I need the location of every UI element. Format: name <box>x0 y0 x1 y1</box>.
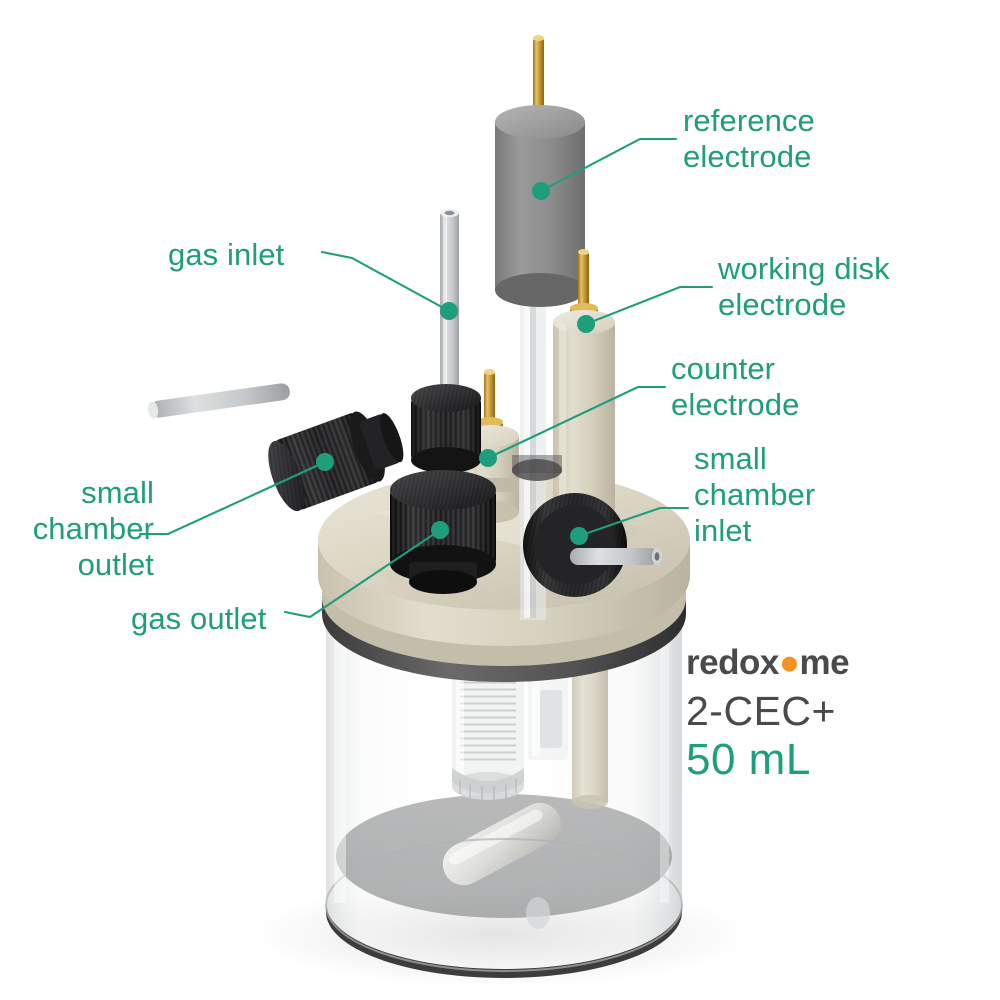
callout-leader-line-gas-inlet <box>320 250 451 313</box>
callout-label-small-chamber-inlet: small chamber inlet <box>694 441 816 548</box>
callout-leader-line-working <box>584 285 714 326</box>
brand-dot-icon: ● <box>778 643 800 682</box>
brand-name: redox <box>686 643 779 682</box>
gas-outlet-fitting <box>390 384 496 594</box>
brand-suffix: me <box>799 643 850 682</box>
callout-leader-line-small-inlet <box>577 506 690 538</box>
small-chamber-inlet-fitting <box>523 493 662 597</box>
callout-label-gas-inlet: gas inlet <box>168 237 285 272</box>
stir-bar <box>442 802 561 886</box>
callout-label-small-chamber-outlet: small chamber outlet <box>32 475 154 582</box>
gas-outlet-upper-collar <box>411 384 481 473</box>
callout-label-reference-electrode: reference electrode <box>683 103 815 174</box>
lid-port-opening <box>512 455 562 481</box>
callout-dot-gas-outlet <box>431 521 449 539</box>
callout-label-working-disk-electrode: working disk electrode <box>718 251 890 322</box>
callout-leader-line-reference <box>539 137 678 193</box>
callout-dot-small-outlet <box>316 453 334 471</box>
callout-dot-reference <box>532 182 550 200</box>
reference-electrode <box>495 35 585 620</box>
callout-leader-line-counter <box>486 385 667 460</box>
brand-block: redox●me 2-CEC+ 50 mL <box>686 645 946 784</box>
brand-logo: redox●me <box>686 645 946 680</box>
callout-dot-working <box>577 315 595 333</box>
o-ring-gasket <box>322 596 686 682</box>
callout-label-counter-electrode: counter electrode <box>671 351 800 422</box>
glass-vessel <box>325 548 683 978</box>
callout-dot-gas-inlet <box>440 302 458 320</box>
product-volume: 50 mL <box>686 735 811 785</box>
callout-leader-line-gas-outlet <box>283 528 442 619</box>
callout-dot-small-inlet <box>570 527 588 545</box>
callout-dot-counter <box>479 449 497 467</box>
product-model: 2-CEC+ <box>686 688 836 734</box>
callout-label-gas-outlet: gas outlet <box>131 601 267 636</box>
callout-leader-line-small-outlet <box>138 460 327 536</box>
